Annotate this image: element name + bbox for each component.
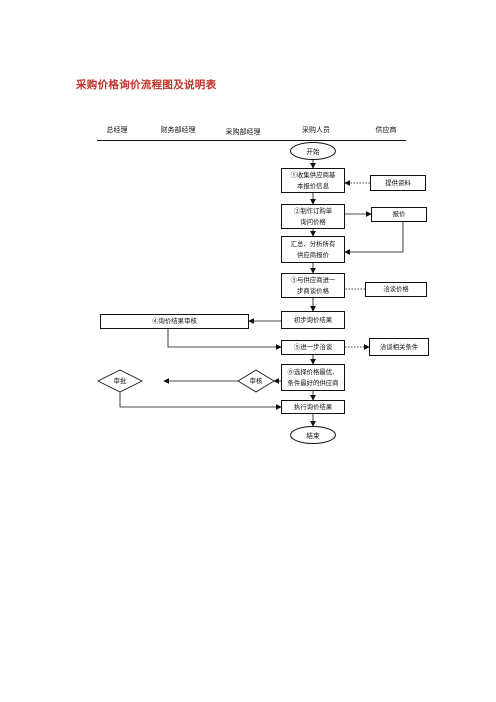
lane-header-purchaser: 采购人员 <box>302 126 330 134</box>
step-negotiate-price: ③与供应商进一 步商谈价格 <box>281 273 345 298</box>
step-make-order-inquiry: ②制作订购单 询问价格 <box>281 204 345 229</box>
step-make-order-inquiry-line2: 询问价格 <box>300 217 326 226</box>
inquiry-result-review: ④询价结果审核 <box>100 314 249 329</box>
step-select-best-supplier: ⑥选择价格最优、 条件最好的供应商 <box>281 364 345 391</box>
step-summarize-quotes-line1: 汇总、分析所有 <box>290 239 336 248</box>
lane-header-general-manager: 总经理 <box>106 126 128 134</box>
audit-diamond <box>237 369 275 393</box>
step-collect-supplier-info-line1: ①收集供应商基 <box>290 170 336 179</box>
step-further-negotiation: ⑤进一步洽谈 <box>281 340 345 355</box>
step-summarize-quotes-line2: 供应商报价 <box>297 250 329 259</box>
page-title: 采购价格询价流程图及说明表 <box>76 79 217 91</box>
initial-inquiry-result: 初步询价结果 <box>281 311 345 329</box>
header-divider <box>97 140 406 141</box>
approve-diamond <box>97 369 143 393</box>
approve-label: 审批 <box>113 377 127 385</box>
lane-header-finance-manager: 财务部经理 <box>160 126 196 134</box>
start-node: 开始 <box>290 142 336 160</box>
step-collect-supplier-info-line2: 本报价信息 <box>297 181 329 190</box>
step-collect-supplier-info: ①收集供应商基 本报价信息 <box>281 168 345 193</box>
lane-header-supplier: 供应商 <box>375 126 397 134</box>
supplier-negotiate-price: 洽谈价格 <box>365 282 427 297</box>
step-make-order-inquiry-line1: ②制作订购单 <box>293 206 333 215</box>
audit-label: 审核 <box>249 377 263 385</box>
step-summarize-quotes: 汇总、分析所有 供应商报价 <box>281 236 345 263</box>
step-negotiate-price-line1: ③与供应商进一 <box>290 275 336 284</box>
end-node: 结束 <box>290 426 336 444</box>
supplier-quote: 报价 <box>371 207 427 222</box>
execute-inquiry-result: 执行询价结果 <box>281 400 345 414</box>
step-select-best-supplier-line1: ⑥选择价格最优、 <box>287 367 339 376</box>
step-select-best-supplier-line2: 条件最好的供应商 <box>287 378 339 387</box>
step-negotiate-price-line2: 步商谈价格 <box>297 286 329 295</box>
supplier-negotiate-terms: 洽谈相关条件 <box>369 338 429 356</box>
supplier-provide-info: 提供资料 <box>370 175 426 191</box>
lane-header-purchasing-manager: 采购部经理 <box>225 128 261 136</box>
